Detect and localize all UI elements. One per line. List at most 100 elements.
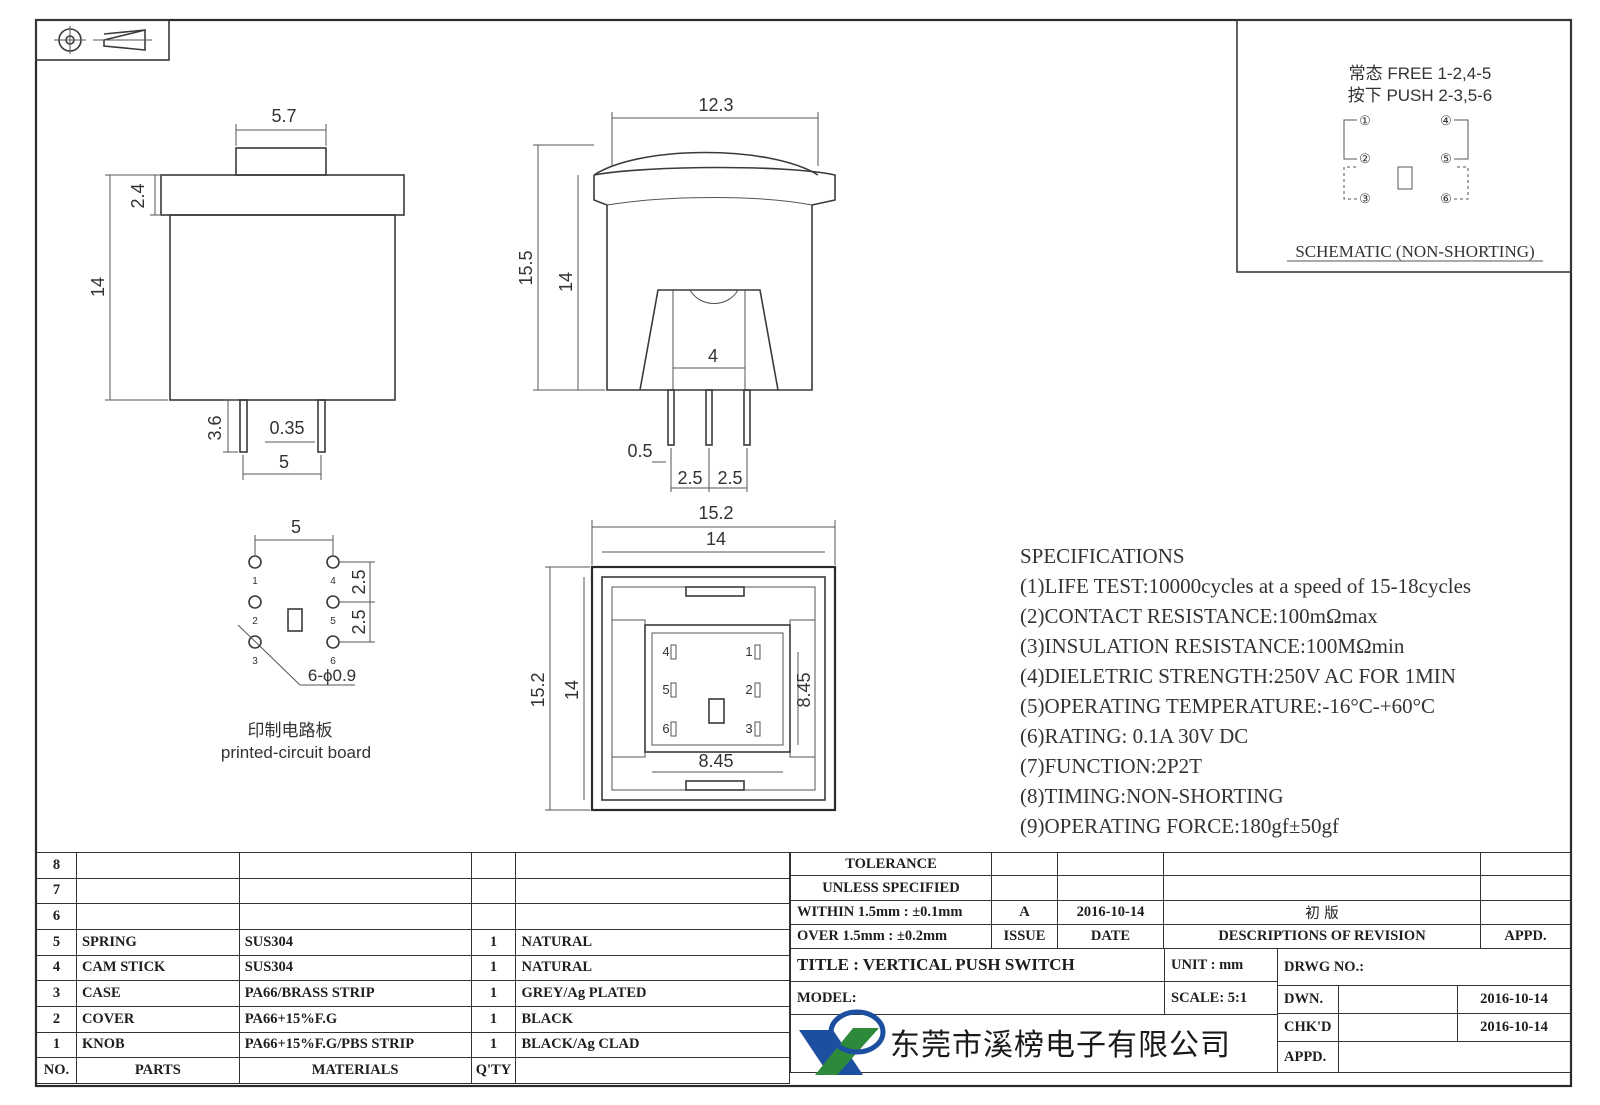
bom-cell-qty: 1 <box>470 954 517 982</box>
revision-block: TOLERANCE UNLESS SPECIFIED WITHIN 1.5mm … <box>790 852 1571 1084</box>
bom-cell-part <box>75 903 240 930</box>
schematic-pin-5: ⑤ <box>1440 151 1452 166</box>
bom-cell-no: 1 <box>36 1031 77 1059</box>
spec-item-8: (8)TIMING:NON-SHORTING <box>1020 784 1284 808</box>
bottom-dim-inner-width: 14 <box>706 529 726 549</box>
side-dim-top-width: 5.7 <box>271 106 296 126</box>
pcb-pin-2: 2 <box>252 616 258 627</box>
bom-cell-qty: 1 <box>470 1005 517 1033</box>
pcb-dim-pitch-x: 5 <box>291 517 301 537</box>
front-dim-pin-width: 0.5 <box>627 441 652 461</box>
appd-label: APPD. <box>1277 1041 1339 1073</box>
bom-row: 6 <box>36 903 790 930</box>
rev-empty-6 <box>1057 875 1164 901</box>
schematic-pin-6: ⑥ <box>1440 191 1452 206</box>
bom-cell-qty: 1 <box>470 980 517 1007</box>
bom-cell-no: 8 <box>36 852 77 879</box>
rev-empty-5 <box>991 875 1058 901</box>
bom-cell-no: 2 <box>36 1005 77 1033</box>
pcb-pin-6: 6 <box>330 656 336 667</box>
bom-cell-part: KNOB <box>75 1031 240 1059</box>
company-logo-icon <box>799 1009 886 1075</box>
bom-cell-part: CAM STICK <box>75 954 240 982</box>
bom-row: 7 <box>36 877 790 905</box>
schematic-pin-3: ③ <box>1359 191 1371 206</box>
bom-cell-finish <box>515 877 790 905</box>
schematic-pin-2: ② <box>1359 151 1371 166</box>
bom-cell-part <box>75 852 240 879</box>
bom-cell-qty <box>470 852 517 879</box>
bottom-dim-pad-width: 8.45 <box>698 751 733 771</box>
rev-date-header: DATE <box>1057 924 1164 949</box>
projection-symbol-icon <box>35 19 170 61</box>
bom-cell-part: COVER <box>75 1005 240 1033</box>
rev-empty-1 <box>991 852 1058 876</box>
drwg-no-label: DRWG NO.: <box>1277 948 1571 986</box>
spec-item-2: (2)CONTACT RESISTANCE:100mΩmax <box>1020 604 1378 628</box>
rev-issue-header: ISSUE <box>991 924 1058 949</box>
appd-name <box>1338 1041 1571 1073</box>
side-dim-pin-pitch: 5 <box>279 452 289 472</box>
bottom-dim-outer-height: 15.2 <box>528 672 548 707</box>
rev-empty-2 <box>1057 852 1164 876</box>
bottom-pin-3: 3 <box>745 721 752 736</box>
bom-cell-material: SUS304 <box>238 954 472 982</box>
rev-empty-3 <box>1163 852 1481 876</box>
chkd-name <box>1338 1013 1458 1042</box>
front-view: 12.3 15.5 14 4 0.5 2.5 2.5 <box>516 95 836 492</box>
rev-issue-value: A <box>991 900 1058 925</box>
company-cell <box>790 1014 1278 1073</box>
bottom-dim-outer-width: 15.2 <box>698 503 733 523</box>
bom-header-qty: Q'TY <box>470 1057 517 1084</box>
tolerance-title2: UNLESS SPECIFIED <box>790 875 992 901</box>
bom-cell-finish: GREY/Ag PLATED <box>515 980 790 1007</box>
bom-cell-no: 7 <box>36 877 77 905</box>
drawing-frame <box>34 18 1573 1088</box>
bom-cell-material: SUS304 <box>238 928 472 956</box>
bom-cell-finish: NATURAL <box>515 928 790 956</box>
schematic-panel: 常态 FREE 1-2,4-5 按下 PUSH 2-3,5-6 ① ② ③ ④ … <box>1236 19 1572 273</box>
pcb-dim-pitch-y2: 2.5 <box>349 609 369 634</box>
side-view: 5.7 2.4 14 3.6 0.35 5 <box>88 106 405 480</box>
pcb-pin-1: 1 <box>252 576 258 587</box>
side-dim-pin-width: 0.35 <box>269 418 304 438</box>
bom-cell-qty <box>470 877 517 905</box>
dwn-date: 2016-10-14 <box>1457 985 1571 1014</box>
bottom-dim-inner-height: 14 <box>562 680 582 700</box>
chkd-date: 2016-10-14 <box>1457 1013 1571 1042</box>
pcb-dim-pitch-y1: 2.5 <box>349 569 369 594</box>
side-dim-body-height: 14 <box>88 277 108 297</box>
bom-header-finish <box>515 1057 790 1084</box>
pcb-pin-4: 4 <box>330 576 336 587</box>
pcb-hole-spec: 6-ϕ0.9 <box>308 666 356 685</box>
schematic-pin-1: ① <box>1359 113 1371 128</box>
bom-cell-qty: 1 <box>470 928 517 956</box>
spec-item-9: (9)OPERATING FORCE:180gf±50gf <box>1020 814 1339 838</box>
spec-item-4: (4)DIELETRIC STRENGTH:250V AC FOR 1MIN <box>1020 664 1456 688</box>
front-dim-total-height: 15.5 <box>516 250 536 285</box>
bom-cell-part <box>75 877 240 905</box>
bom-cell-finish: NATURAL <box>515 954 790 982</box>
tolerance-over: OVER 1.5mm : ±0.2mm <box>790 924 992 949</box>
spec-item-6: (6)RATING: 0.1A 30V DC <box>1020 724 1248 748</box>
bom-cell-material: PA66+15%F.G/PBS STRIP <box>238 1031 472 1059</box>
bom-cell-material: PA66/BRASS STRIP <box>238 980 472 1007</box>
rev-empty-4 <box>1480 852 1571 876</box>
bom-cell-material <box>238 877 472 905</box>
front-dim-body-height: 14 <box>556 272 576 292</box>
bom-cell-no: 6 <box>36 903 77 930</box>
bottom-pin-4: 4 <box>662 644 669 659</box>
spec-item-1: (1)LIFE TEST:10000cycles at a speed of 1… <box>1020 574 1471 598</box>
bom-cell-finish <box>515 852 790 879</box>
tolerance-title1: TOLERANCE <box>790 852 992 876</box>
pcb-label-cn: 印制电路板 <box>248 721 333 740</box>
rev-desc-header: DESCRIPTIONS OF REVISION <box>1163 924 1481 949</box>
scale-label: SCALE: 5:1 <box>1164 981 1278 1015</box>
schematic-line2: 按下 PUSH 2-3,5-6 <box>1348 86 1493 105</box>
bottom-pin-1: 1 <box>745 644 752 659</box>
bom-cell-finish: BLACK <box>515 1005 790 1033</box>
